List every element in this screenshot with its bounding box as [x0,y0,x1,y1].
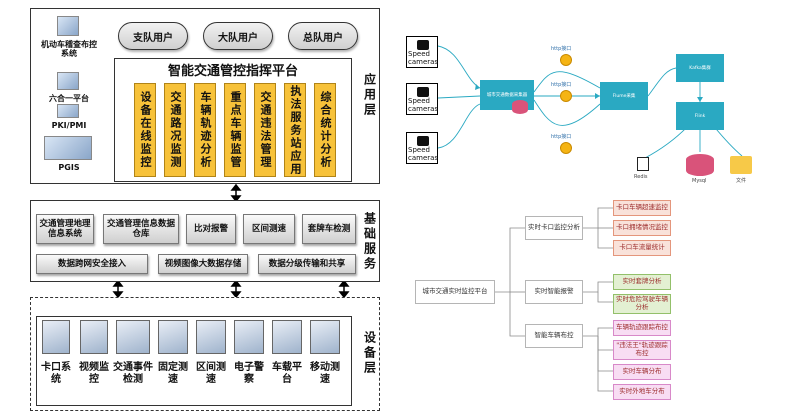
device-e-police: 电子警察 [234,362,264,385]
leaf-nonlocal: 实时外地车分布 [613,384,671,400]
speed-camera-2: Speed cameras [406,83,438,115]
device-layer-label: 设备层 [362,330,377,376]
base-gis: 交通管理地理信息系统 [36,214,94,244]
side-item-inspection: 机动车稽查布控系统 [41,40,97,59]
module-service-station: 执法服务站应用 [284,83,306,177]
device-video-icon [80,320,108,354]
mysql-icon [686,154,714,176]
redis-icon [637,157,649,171]
application-layer-label: 应用层 [362,72,377,118]
device-event-icon [116,320,150,354]
module-violation: 交通违法管理 [254,83,276,177]
redis-label: Redis [634,174,648,180]
layer-connectors [112,183,350,299]
architecture-diagram: 应用层 机动车稽查布控系统 六合一平台 PKI/PMI PGIS 支队用户 大队… [30,8,380,411]
module-track-analysis: 车辆轨迹分析 [194,83,216,177]
branch-control: 智能车辆布控 [525,324,583,348]
speed-camera-label: Speed cameras [408,97,439,113]
device-e-police-icon [234,320,264,354]
leaf-violation-king: "违法王"轨迹跟踪布控 [613,340,671,360]
speed-camera-1: Speed cameras [406,36,438,68]
file-label: 文件 [736,178,747,184]
leaf-fake-plate: 实时套牌分析 [613,274,671,290]
device-checkpoint-icon [42,320,70,354]
http-kafka-icon-3 [560,142,572,154]
leaf-overspeed: 卡口车辆超速监控 [613,200,671,216]
six-in-one-icon [57,72,79,90]
leaf-flow: 卡口车流量统计 [613,240,671,256]
base-fake-plate: 套牌车检测 [302,214,356,244]
module-device-monitor: 设备在线监控 [134,83,156,177]
base-tiered-transfer: 数据分级传输和共享 [258,254,356,274]
camera-icon [417,87,429,97]
pgis-map-icon [44,136,92,160]
user-corps: 总队用户 [288,22,358,50]
module-traffic-monitor: 交通路况监测 [164,83,186,177]
flume-node: Flume采集 [600,82,648,110]
folder-icon [730,156,752,174]
leaf-distribution: 实时车辆分布 [613,364,671,380]
device-fixed-speed: 固定测速 [158,362,188,385]
side-item-pki: PKI/PMI [51,121,87,130]
speed-camera-label: Speed cameras [408,50,439,66]
device-interval-speed-icon [196,320,226,354]
http-label-1: http接口 [551,46,572,52]
http-label-2: http接口 [551,82,572,88]
device-fixed-speed-icon [158,320,188,354]
user-brigade: 大队用户 [203,22,273,50]
camera-icon [417,40,429,50]
base-warehouse: 交通管理信息数据仓库 [103,214,179,244]
user-detachment: 支队用户 [118,22,188,50]
collector-db-icon [512,100,528,114]
inspection-system-icon [57,16,79,36]
device-mobile-speed: 移动测速 [310,362,340,385]
module-statistics: 综合统计分析 [314,83,336,177]
http-kafka-icon-2 [560,90,572,102]
base-video-storage: 视频图像大数据存储 [158,254,248,274]
base-secure-access: 数据跨网安全接入 [36,254,148,274]
leaf-dangerous: 实时危险驾驶车辆分析 [613,294,671,314]
platform-title: 智能交通管控指挥平台 [167,64,298,79]
speed-camera-3: Speed cameras [406,132,438,164]
branch-checkpoint: 实时卡口监控分析 [525,216,583,240]
device-mobile-speed-icon [310,320,340,354]
leaf-track: 车辆轨迹跟踪布控 [613,320,671,336]
base-interval-speed: 区间测速 [243,214,295,244]
speed-camera-label: Speed cameras [408,146,439,162]
http-kafka-icon-1 [560,54,572,66]
side-item-six-in-one: 六合一平台 [49,94,89,103]
base-layer-label: 基础服务 [362,212,377,272]
flink-node: Flink [676,102,724,130]
device-vehicle-icon [272,320,302,354]
mindmap-root: 城市交通实时监控平台 [415,280,495,304]
branch-alarm: 实时智能报警 [525,280,583,304]
camera-icon [417,136,429,146]
http-label-3: http接口 [551,134,572,140]
module-key-vehicle: 重点车辆监管 [224,83,246,177]
base-compare-alarm: 比对报警 [186,214,236,244]
device-event: 交通事件检测 [113,362,153,385]
device-vehicle: 车载平台 [272,362,302,385]
kafka-node: Kafka集群 [676,54,724,82]
side-item-pgis: PGIS [58,163,80,172]
pki-icon [57,104,79,118]
device-video: 视频监控 [79,362,109,385]
leaf-congestion: 卡口拥堵情况监控 [613,220,671,236]
device-checkpoint: 卡口系统 [41,362,71,385]
device-interval-speed: 区间测速 [196,362,226,385]
mysql-label: Mysql [692,178,707,184]
